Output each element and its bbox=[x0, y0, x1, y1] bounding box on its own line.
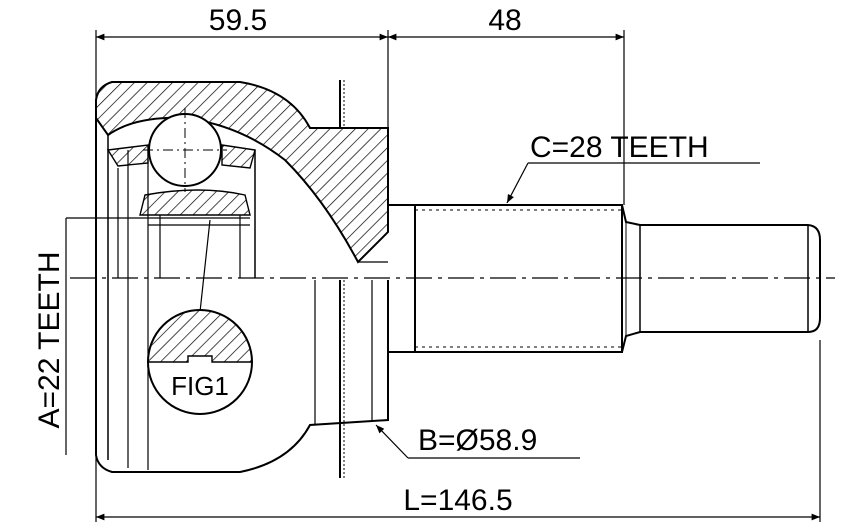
inner-race bbox=[66, 144, 256, 278]
abs-ring bbox=[339, 80, 372, 478]
leader-abs-ring bbox=[375, 424, 580, 459]
label-outer-spline: C=28 TEETH bbox=[530, 131, 709, 164]
label-48: 48 bbox=[488, 4, 521, 37]
label-fig1: FIG1 bbox=[171, 371, 229, 401]
ball bbox=[143, 108, 227, 192]
label-abs-ring: B=Ø58.9 bbox=[418, 424, 537, 457]
label-inner-spline: A=22 TEETH bbox=[33, 251, 66, 428]
label-total-length: L=146.5 bbox=[403, 484, 512, 517]
label-59-5: 59.5 bbox=[209, 4, 267, 37]
leader-outer-spline bbox=[506, 162, 760, 204]
fig1-detail bbox=[147, 219, 253, 415]
